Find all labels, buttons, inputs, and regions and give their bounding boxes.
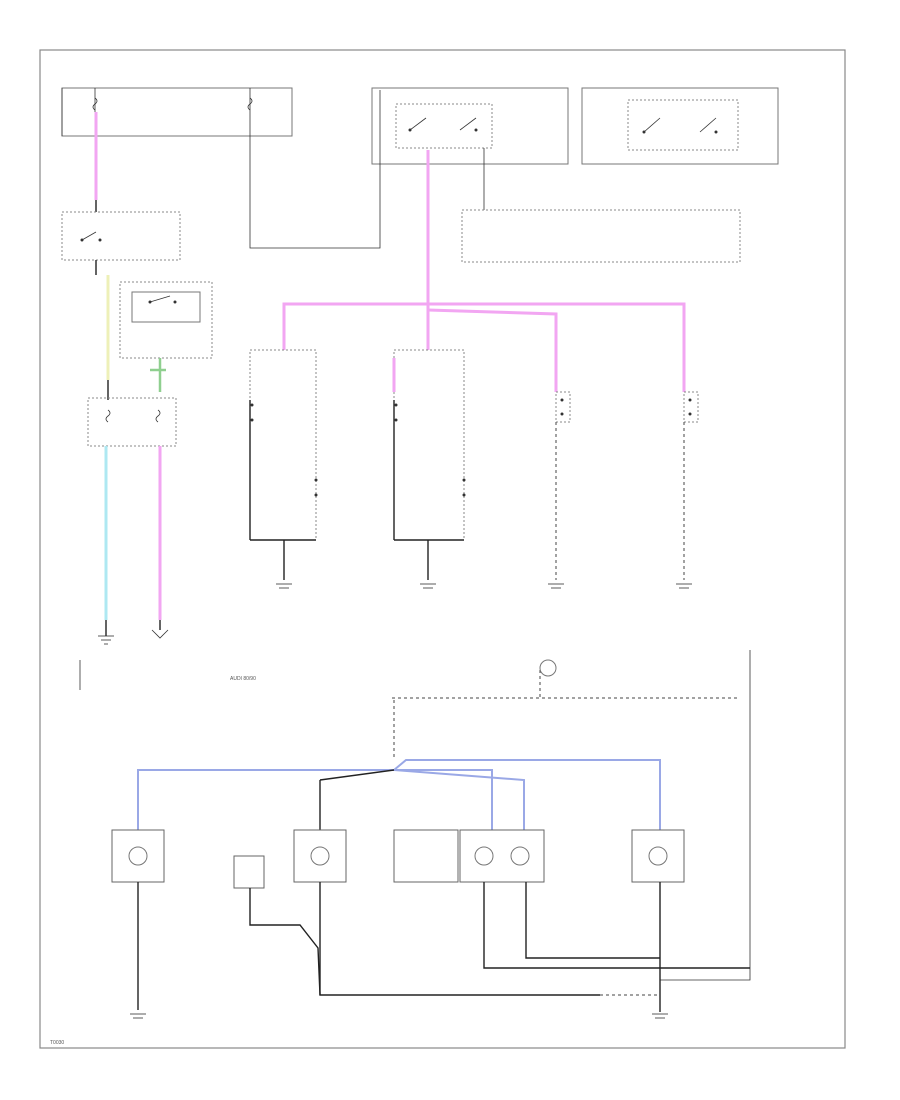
module-right-center: [392, 349, 466, 541]
lamp-unit-3: [393, 829, 545, 883]
lamp-unit-4: [631, 829, 685, 883]
fuse-pair-left: [87, 397, 177, 447]
page-id-label: T0030: [50, 1040, 64, 1046]
lamp-unit-1: [111, 829, 165, 883]
relay-top-center: [371, 87, 569, 165]
top-left-fuse-block: [61, 87, 381, 249]
module-left-center: [249, 349, 318, 541]
center-label: AUDI 80/90: [230, 676, 256, 682]
relay-top-right: [581, 87, 779, 165]
switch-stack-right-2: [683, 391, 699, 423]
relay-block-center-left: [119, 281, 213, 359]
diagram-frame: [39, 49, 846, 1049]
lamp-unit-2: [293, 829, 347, 883]
switch-stack-right-1: [555, 391, 571, 423]
connector-box-right: [461, 209, 741, 263]
fuse-component: [233, 855, 265, 889]
switch-module-left: [61, 211, 181, 261]
